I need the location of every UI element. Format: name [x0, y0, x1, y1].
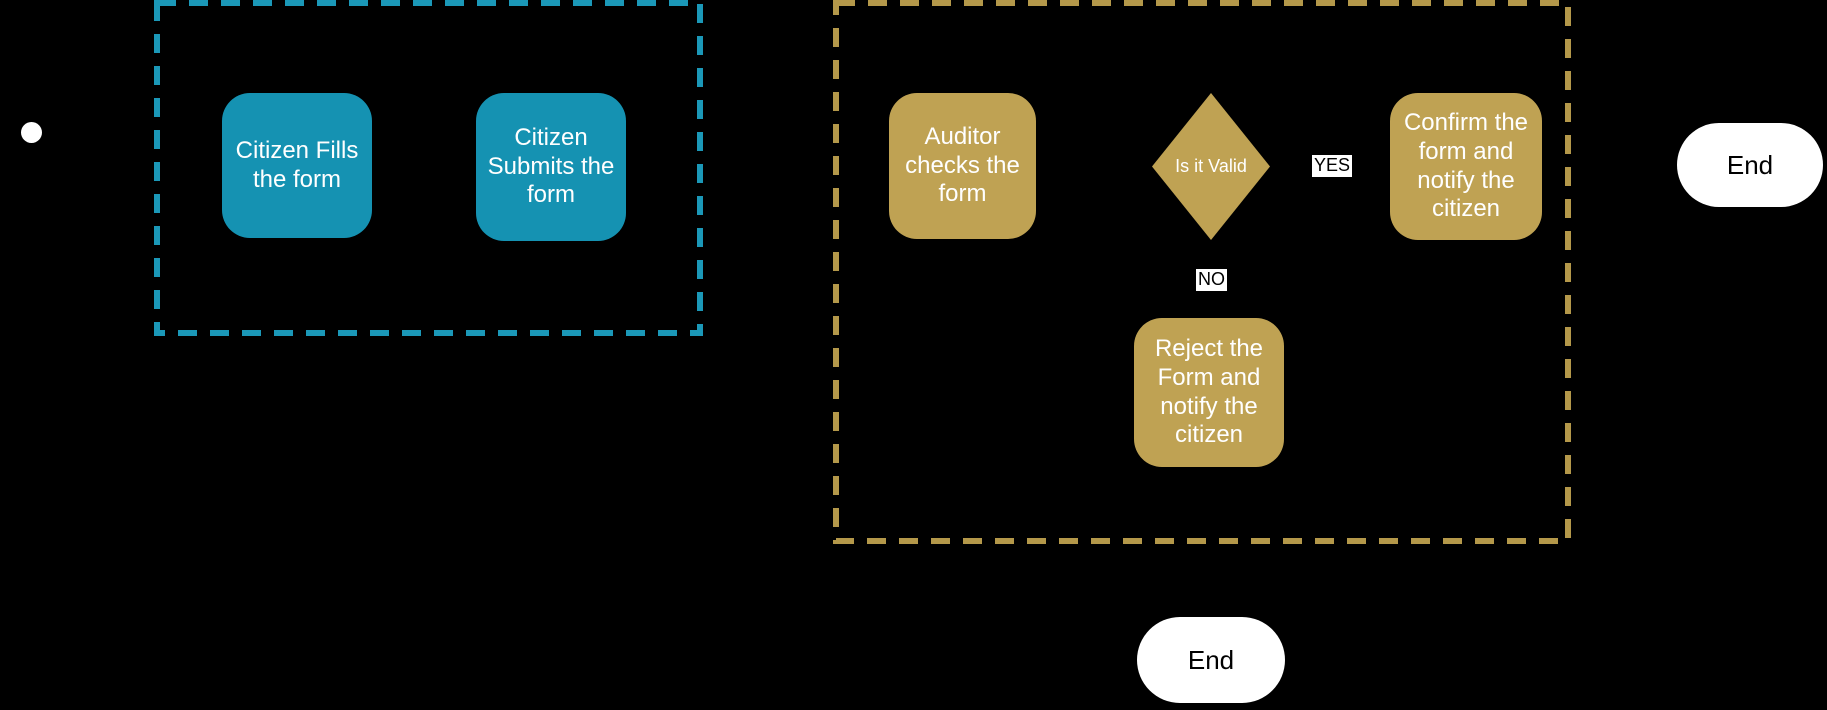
lane-citizen-border [154, 0, 703, 336]
node-citizen-fills-label: Citizen Fills the form [235, 136, 359, 193]
node-confirm-form: Confirm the form and notify the citizen [1390, 93, 1542, 240]
lane-citizen [154, 0, 703, 336]
end-node-right-label: End [1726, 149, 1774, 180]
decision-is-it-valid-label: Is it Valid [1175, 155, 1247, 176]
end-node-bottom-label: End [1187, 644, 1235, 675]
end-node-right: End [1677, 123, 1823, 207]
lane-auditor-border [833, 0, 1571, 544]
node-confirm-form-label: Confirm the form and notify the citizen [1403, 108, 1529, 223]
edge-label-yes: YES [1312, 155, 1353, 177]
node-citizen-submits-label: Citizen Submits the form [487, 123, 615, 209]
node-citizen-submits: Citizen Submits the form [476, 93, 626, 241]
edge-label-no: NO [1196, 269, 1227, 291]
node-citizen-fills: Citizen Fills the form [222, 93, 372, 238]
start-node [21, 122, 42, 143]
end-node-bottom: End [1137, 617, 1285, 703]
node-reject-form-label: Reject the Form and notify the citizen [1154, 334, 1264, 449]
node-auditor-checks-label: Auditor checks the form [905, 122, 1020, 208]
lane-auditor [833, 0, 1571, 544]
node-auditor-checks: Auditor checks the form [889, 93, 1036, 239]
node-reject-form: Reject the Form and notify the citizen [1134, 318, 1284, 467]
